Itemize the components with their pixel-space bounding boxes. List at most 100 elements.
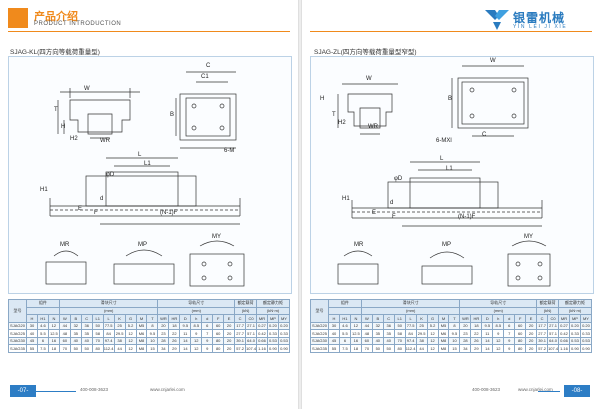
subheader-cell: h — [190, 314, 203, 323]
subheader-cell: M — [437, 314, 450, 323]
table-cell: 0.66 — [256, 336, 268, 345]
table-cell: 12 — [492, 344, 505, 353]
table-cell: 30 — [26, 321, 38, 330]
subheader-cell: C — [382, 314, 395, 323]
table-cell: 0.33 — [568, 329, 581, 338]
table-cell: 112.4 — [404, 344, 417, 353]
table-cell: 12 — [349, 321, 362, 330]
table-cell: 0.66 — [558, 336, 570, 345]
table-cell: 8.5 — [492, 321, 505, 330]
header-subtitle: PRODUCT INTRODUCTION — [34, 21, 122, 27]
group-moment: 额定静力矩 — [256, 299, 290, 308]
table-cell: 32 — [69, 321, 82, 330]
table-cell: 58 — [91, 329, 104, 338]
table-cell: 12 — [190, 336, 203, 345]
table-cell: 20 — [223, 329, 236, 338]
table-cell: 50 — [80, 344, 93, 353]
table-cell: M8 — [135, 336, 148, 345]
table-cell: 70 — [91, 336, 104, 345]
header-rule — [310, 31, 592, 32]
table-cell: 12 — [190, 344, 203, 353]
subheader-cell: G — [426, 314, 439, 323]
table-cell: 20 — [223, 344, 236, 353]
page-number: -08- — [564, 385, 590, 397]
table-cell: 9.5 — [481, 321, 494, 330]
table-cell: 35 — [371, 329, 384, 338]
table-cell: 80 — [91, 344, 104, 353]
table-cell: 50 — [393, 321, 406, 330]
table-cell: 45 — [26, 336, 38, 345]
table-cell: 10 — [448, 336, 461, 345]
table-cell: 4.6 — [36, 321, 49, 330]
table-cell: 107.4 — [547, 344, 560, 353]
table-cell: 0.90 — [266, 344, 279, 353]
label-h: H — [320, 96, 325, 102]
table-cell: 14 — [179, 336, 192, 345]
table-cell: 50 — [91, 321, 104, 330]
table-cell: SJAG35 — [8, 344, 27, 353]
footer-rule — [538, 391, 560, 392]
table-cell: 34 — [459, 344, 472, 353]
table-cell: 6 — [201, 321, 214, 330]
table-cell: 9.5 — [448, 329, 461, 338]
table-cell: 9 — [503, 336, 516, 345]
spec-table: 型号 组件 滑块尺寸 导轨尺寸 额定载荷 额定静力矩 (mm) (mm) (kN… — [310, 299, 593, 353]
table-cell: 45 — [328, 336, 340, 345]
table-cell: 32 — [371, 321, 384, 330]
subheader-cell: N — [349, 314, 362, 323]
table-cell: 80 — [212, 344, 225, 353]
table-cell: 9 — [190, 329, 203, 338]
table-cell: 77.5 — [102, 321, 115, 330]
table-cell: 0.27 — [256, 321, 268, 330]
table-cell: 29.5 — [415, 329, 428, 338]
table-cell: 80 — [514, 336, 527, 345]
label-h1: H1 — [342, 196, 350, 202]
book-spine — [298, 0, 302, 409]
table-cell: 44 — [58, 321, 71, 330]
table-cell: 1.16 — [558, 344, 570, 353]
table-cell: 35 — [382, 329, 395, 338]
header-accent-block — [8, 8, 28, 28]
subheader-cell: H1 — [338, 314, 351, 323]
table-cell: 12.5 — [47, 329, 60, 338]
table-cell: 70 — [360, 344, 373, 353]
subheader-cell: N — [47, 314, 60, 323]
table-cell: 50 — [382, 344, 395, 353]
label-n1f: (N-1)F — [458, 214, 476, 220]
group-load: 额定载荷 — [234, 299, 258, 308]
technical-drawing — [45, 71, 245, 287]
table-cell: 97.4 — [404, 336, 417, 345]
subheader-cell: MR — [256, 314, 268, 323]
table-cell: 64.0 — [245, 336, 258, 345]
table-cell: M5 — [135, 321, 148, 330]
table-cell: M5 — [437, 321, 450, 330]
table-cell: 27.7 — [536, 329, 549, 338]
footer-phone: 400-008-3623 — [80, 387, 109, 392]
table-cell: 28 — [157, 336, 170, 345]
table-cell: 0.42 — [256, 329, 268, 338]
footer-rule — [36, 391, 76, 392]
table-cell: 38 — [415, 336, 428, 345]
table-cell: 23 — [157, 329, 170, 338]
table-cell: 0.33 — [579, 329, 593, 338]
table-cell: 29.5 — [113, 329, 126, 338]
table-cell: 84 — [102, 329, 115, 338]
table-cell: 60 — [360, 336, 373, 345]
table-cell: 60 — [212, 329, 225, 338]
label-n1f: (N-1)F — [160, 210, 178, 216]
table-cell: 12 — [426, 336, 439, 345]
subheader-cell: H — [26, 314, 38, 323]
label-phid: φD — [106, 172, 115, 178]
table-cell: SJAG25 — [8, 329, 27, 338]
table-cell: SJAG30 — [310, 336, 329, 345]
table-cell: 20 — [525, 321, 538, 330]
table-cell: SJAG30 — [8, 336, 27, 345]
label-f: F — [392, 214, 396, 220]
table-cell: 17.7 — [234, 321, 247, 330]
table-cell: 25 — [113, 321, 126, 330]
table-cell: 0.20 — [568, 321, 581, 330]
